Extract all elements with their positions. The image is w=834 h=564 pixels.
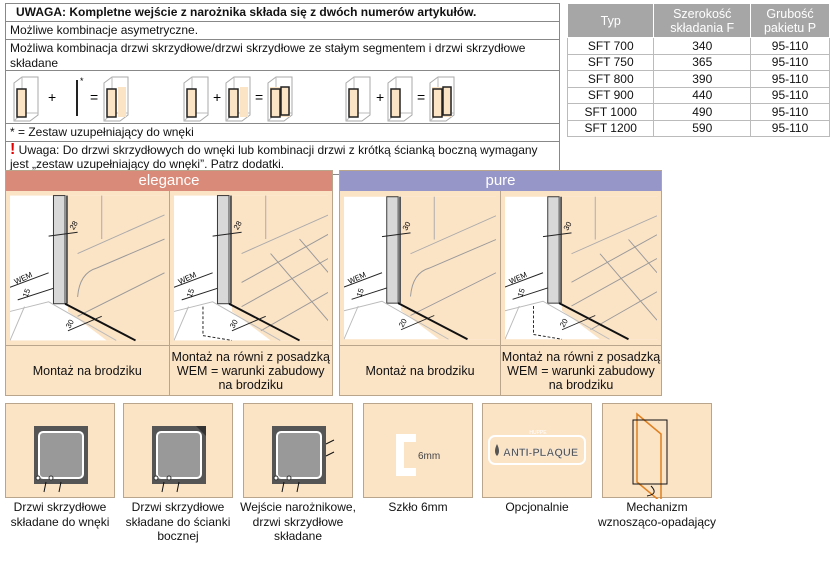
- installation-diagram: WEM 15 30 20: [504, 196, 658, 341]
- table-cell: SFT 1200: [566, 119, 655, 137]
- table-cell: SFT 750: [566, 53, 655, 71]
- table-cell: 440: [653, 86, 752, 104]
- col-package: Grubość pakietu P: [750, 3, 830, 38]
- top-dim: 28: [231, 219, 243, 231]
- col-fold-width: Szerokość składania F: [653, 3, 752, 38]
- table-cell: 390: [653, 70, 752, 88]
- glass-badge: 6mm: [418, 451, 440, 462]
- anti-plaque-badge: ANTI-PLAQUE: [503, 447, 578, 459]
- installation-diagram: WEM 15 28 30: [9, 195, 165, 342]
- lift-lower-mechanism-icon: [602, 403, 712, 504]
- table-cell: 95-110: [750, 86, 830, 104]
- glass-6mm-icon: 6mm: [363, 403, 473, 498]
- table-cell: 590: [653, 119, 752, 137]
- svg-text:+: +: [376, 89, 384, 105]
- col-type: Typ: [566, 3, 655, 38]
- table-cell: 95-110: [750, 37, 830, 55]
- footnote: * = Zestaw uzupełniający do wnęki: [6, 124, 559, 142]
- combination-icons: + * = + = + =: [6, 71, 559, 124]
- diagram-flush: WEM 15 30 20: [501, 191, 661, 345]
- table-cell: 365: [653, 53, 752, 71]
- feature-label: Opcjonalnie: [505, 500, 569, 514]
- panel-header: pure: [340, 171, 661, 191]
- notes-line-1: Możliwe kombinacje asymetryczne.: [6, 22, 559, 40]
- diagram-flush: WEM 15 28 30: [170, 191, 333, 345]
- warning-text: Uwaga: Do drzwi skrzydłowych do wnęki lu…: [10, 143, 538, 171]
- table-cell: 95-110: [750, 53, 830, 71]
- svg-text:=: =: [90, 89, 98, 105]
- table-cell: SFT 1000: [566, 103, 655, 121]
- table-cell: 95-110: [750, 70, 830, 88]
- corner-entry-icon: [243, 403, 353, 498]
- notes-line-2: Możliwa kombinacja drzwi skrzydłowe/drzw…: [6, 40, 559, 71]
- svg-text:+: +: [48, 89, 56, 105]
- side-dim: 15: [184, 287, 195, 298]
- side-dim: 15: [21, 287, 32, 298]
- notes-title: UWAGA: Kompletne wejście z narożnika skł…: [6, 4, 559, 22]
- caption-tray: Montaż na brodziku: [6, 346, 170, 396]
- feature-label: Mechanizm wznosząco-opadający: [597, 500, 717, 529]
- table-cell: SFT 900: [566, 86, 655, 104]
- bottom-dim: 30: [64, 318, 76, 330]
- bottom-dim: 20: [397, 317, 409, 329]
- svg-text:=: =: [255, 89, 263, 105]
- caption-flush: Montaż na równi z posadzką WEM = warunki…: [501, 350, 661, 392]
- side-dim: 15: [516, 287, 527, 298]
- svg-text:=: =: [417, 89, 425, 105]
- feature-label: Szkło 6mm: [388, 500, 448, 514]
- warning-icon: !: [10, 141, 16, 158]
- table-cell: SFT 700: [566, 37, 655, 55]
- svg-text:*: *: [80, 76, 84, 86]
- spec-table: Typ Szerokość składania F Grubość pakiet…: [566, 3, 830, 137]
- side-dim: 15: [355, 287, 366, 298]
- panel-elegance: elegance WEM 15 28 30 WEM 15 28 30 Monta…: [5, 170, 333, 396]
- feature-label: Drzwi skrzydłowe składane do wnęki: [10, 500, 110, 529]
- diagram-tray: WEM 15 28 30: [6, 191, 170, 345]
- caption-flush: Montaż na równi z posadzką WEM = warunki…: [171, 350, 330, 392]
- anti-plaque-logo: HUPPE ANTI-PLAQUE: [482, 403, 592, 498]
- bottom-dim: 20: [558, 317, 570, 329]
- feature-label: Wejście narożnikowe, drzwi skrzydłowe sk…: [240, 500, 356, 543]
- combination-diagram: + * = + = + =: [13, 76, 455, 122]
- svg-text:+: +: [213, 89, 221, 105]
- table-cell: 490: [653, 103, 752, 121]
- side-panel-folding-door-icon: [123, 403, 233, 498]
- table-cell: SFT 800: [566, 70, 655, 88]
- installation-diagram: WEM 15 30 20: [343, 196, 497, 341]
- diagram-tray: WEM 15 30 20: [340, 191, 501, 345]
- notes-box: UWAGA: Kompletne wejście z narożnika skł…: [5, 3, 560, 175]
- installation-diagram: WEM 15 28 30: [173, 195, 329, 342]
- top-dim: 30: [401, 220, 413, 232]
- niche-folding-door-icon: [5, 403, 115, 498]
- panel-header: elegance: [6, 171, 332, 191]
- caption-tray: Montaż na brodziku: [340, 346, 501, 396]
- table-cell: 95-110: [750, 103, 830, 121]
- bottom-dim: 30: [227, 318, 239, 330]
- top-dim: 28: [68, 219, 80, 231]
- panel-pure: pure WEM 15 30 20 WEM 15 30 20 Montaż na…: [339, 170, 662, 396]
- table-cell: 340: [653, 37, 752, 55]
- feature-label: Drzwi skrzydłowe składane do ścianki boc…: [125, 500, 231, 543]
- table-cell: 95-110: [750, 119, 830, 137]
- top-dim: 30: [562, 220, 574, 232]
- svg-text:HUPPE: HUPPE: [529, 430, 547, 436]
